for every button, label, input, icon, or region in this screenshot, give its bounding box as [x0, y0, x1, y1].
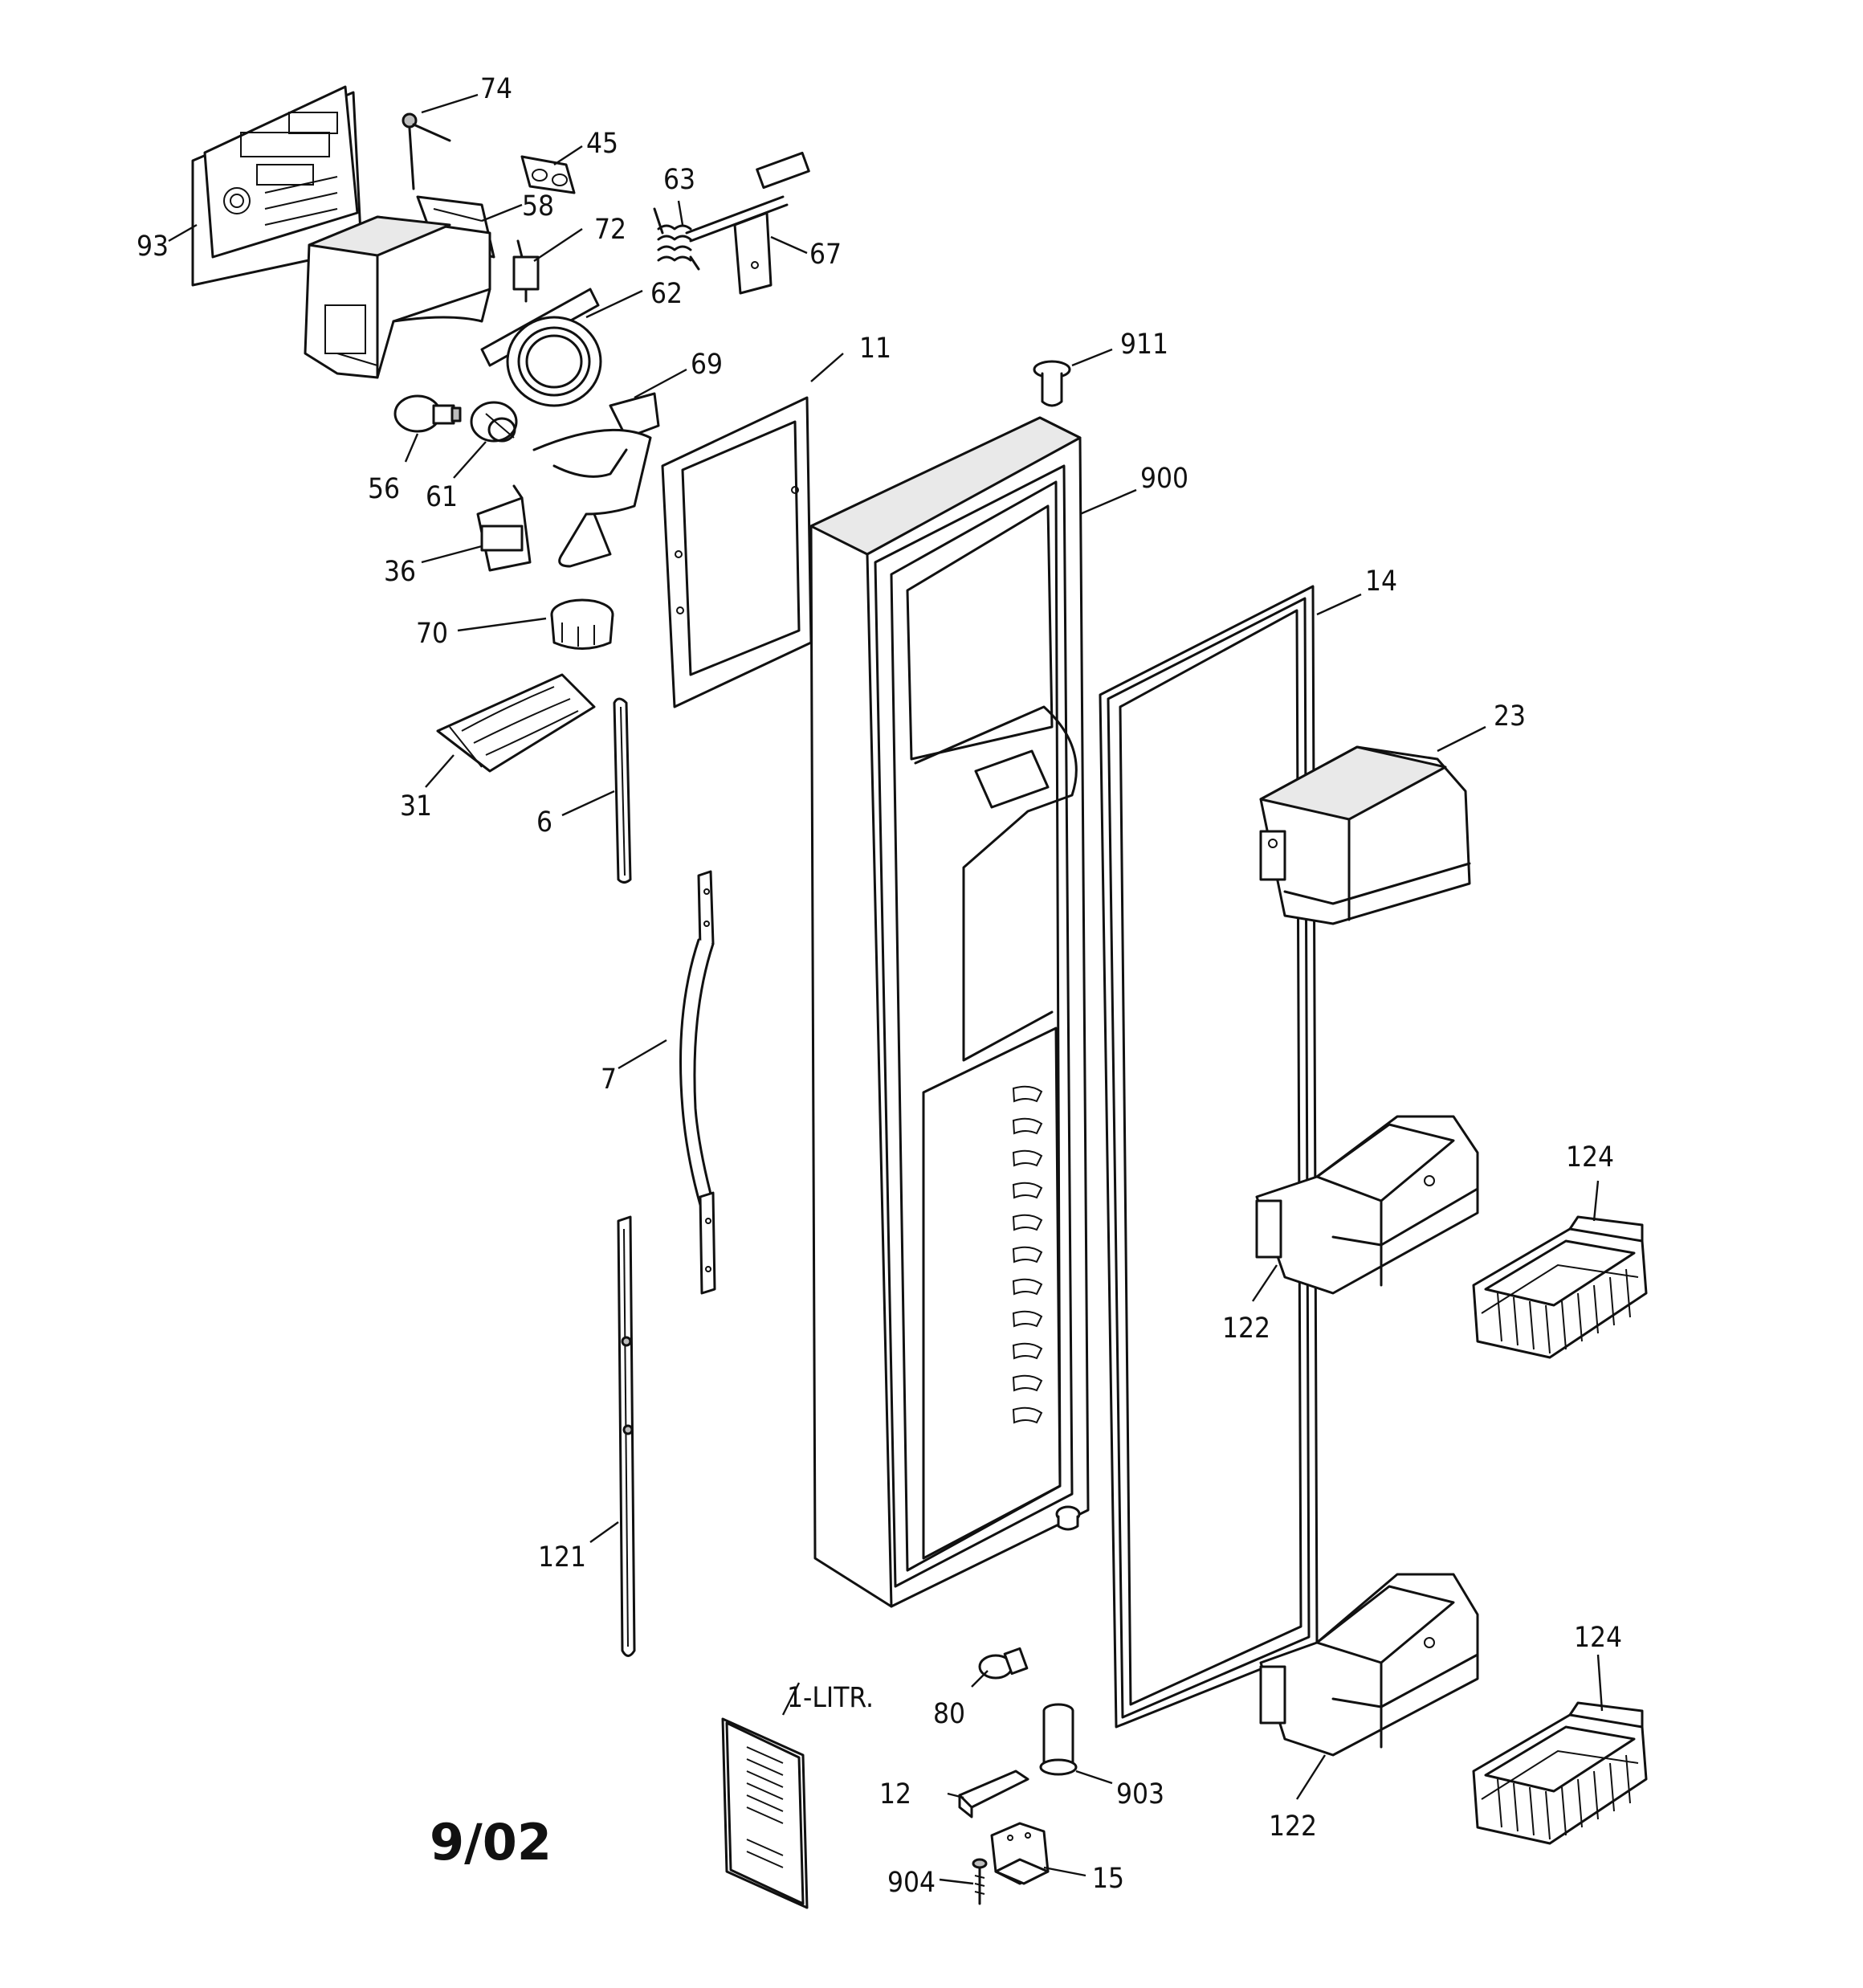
part-23-door-bin [1259, 745, 1471, 925]
part-dispenser-housing [304, 215, 491, 379]
callout-56: 56 [368, 473, 400, 505]
part-122-door-bin-upper [1255, 1115, 1479, 1295]
callout-61: 61 [426, 481, 458, 513]
callout-911: 911 [1120, 329, 1168, 361]
part-74-spring [402, 112, 451, 190]
part-70-ring [550, 598, 614, 650]
part-56-knob [393, 394, 462, 433]
callout-121: 121 [538, 1541, 586, 1574]
part-1-literature [721, 1717, 809, 1909]
part-121-long-trim [617, 1215, 636, 1657]
callout-74: 74 [480, 73, 512, 105]
callout-122-upper: 122 [1222, 1312, 1270, 1345]
callout-903: 903 [1116, 1778, 1164, 1810]
callout-23: 23 [1494, 700, 1526, 733]
part-124-wire-basket-lower [1472, 1701, 1648, 1845]
part-31-drip-grille [436, 673, 596, 773]
part-14-door-gasket [1099, 585, 1319, 1729]
callout-62: 62 [650, 278, 683, 310]
callout-124-upper: 124 [1566, 1141, 1614, 1174]
callout-904: 904 [887, 1867, 936, 1899]
callout-58: 58 [522, 190, 554, 222]
part-7-door-handle [679, 870, 716, 1295]
callout-67: 67 [809, 239, 842, 271]
part-15-hinge [990, 1822, 1050, 1885]
part-904-screw [972, 1858, 988, 1905]
door-bin-supports [1012, 1085, 1043, 1424]
part-36-mount [476, 484, 532, 572]
part-124-wire-basket-upper [1472, 1215, 1648, 1359]
part-72-switch [512, 239, 540, 303]
callout-14: 14 [1365, 565, 1397, 598]
callout-69: 69 [691, 349, 723, 381]
part-93-control-panel [191, 85, 363, 287]
callout-70: 70 [416, 618, 448, 650]
callout-7: 7 [601, 1063, 617, 1096]
callout-124-lower: 124 [1574, 1622, 1622, 1654]
callout-12: 12 [879, 1778, 911, 1810]
callout-63: 63 [663, 164, 695, 196]
part-63-spring [653, 207, 700, 271]
callout-72: 72 [594, 214, 626, 246]
callout-labels: 74 45 63 67 58 72 93 62 69 11 911 56 61 … [137, 73, 1622, 1899]
part-12-plate [958, 1770, 1029, 1819]
part-69-chute [532, 392, 660, 568]
callout-900: 900 [1140, 463, 1188, 495]
callout-122-lower: 122 [1269, 1810, 1317, 1843]
part-11-dispenser-frame [661, 396, 813, 708]
callout-1-litr: 1-LITR. [787, 1682, 874, 1714]
callout-80: 80 [933, 1698, 965, 1730]
part-911-cap [1033, 360, 1071, 407]
callout-93: 93 [137, 231, 169, 263]
part-61-coupler [470, 401, 518, 443]
callout-36: 36 [384, 556, 416, 588]
part-45-plate [520, 155, 576, 194]
date-code: 9/02 [430, 1813, 552, 1872]
part-67-hinge-bracket [685, 151, 810, 295]
callout-11: 11 [859, 333, 891, 365]
part-80-plug [978, 1647, 1029, 1680]
part-122-door-bin-lower [1259, 1573, 1479, 1757]
callout-15: 15 [1092, 1863, 1124, 1895]
callout-31: 31 [400, 790, 432, 823]
leader-lines [168, 93, 1604, 1885]
part-900-door-assembly [809, 416, 1090, 1608]
callout-45: 45 [586, 128, 618, 160]
part-6-trim-strip [613, 697, 632, 884]
part-62-auger-ring [480, 288, 602, 407]
callout-6: 6 [536, 806, 552, 839]
part-903-pin [1039, 1703, 1078, 1776]
